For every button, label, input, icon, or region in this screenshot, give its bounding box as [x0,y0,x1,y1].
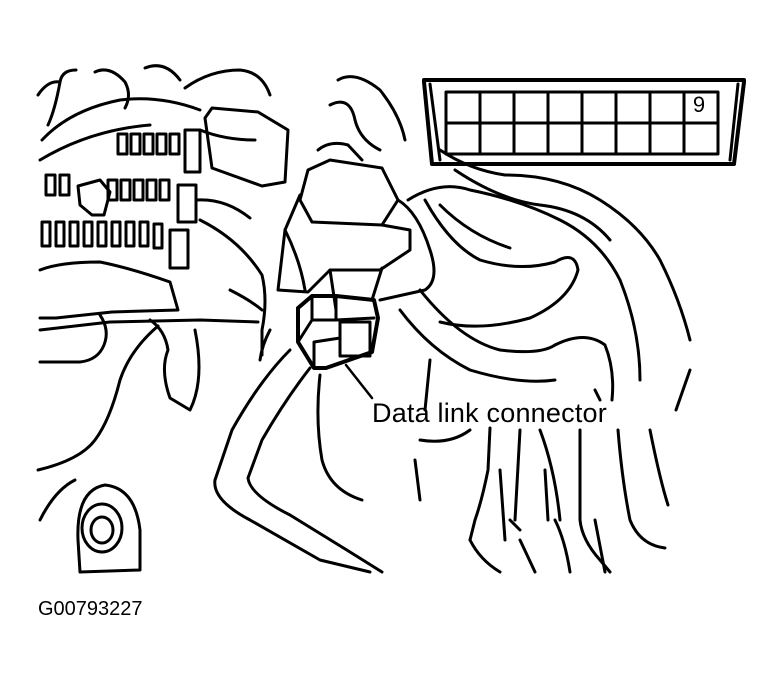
steering-column [213,328,384,574]
connector-bracket [276,75,436,312]
callout-leader [344,363,374,400]
fuse-box-area [36,64,290,270]
fuse-row-3 [40,220,164,250]
knob [76,483,142,574]
connector-pinout-inset [422,78,746,166]
fuse-row-1 [116,132,181,156]
lower-panel [36,218,267,522]
data-link-connector [296,294,380,370]
pin-number-label: 9 [692,92,706,117]
fuse-row-2 [44,173,171,202]
figure-id: G00793227 [38,598,143,620]
dash-right-side [398,148,692,574]
callout-label: Data link connector [372,398,607,428]
